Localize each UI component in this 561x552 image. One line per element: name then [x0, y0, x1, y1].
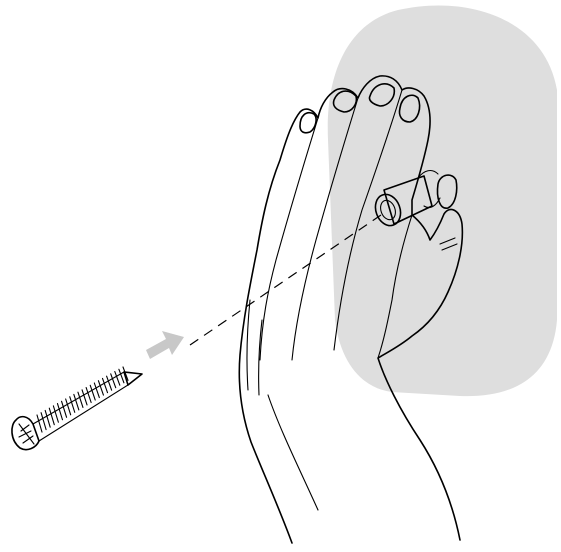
screw-thread — [115, 372, 120, 386]
screw-thread — [53, 406, 58, 422]
screw-thread — [94, 383, 99, 398]
screw-thread — [86, 388, 91, 403]
screw-thread — [70, 397, 75, 413]
screw-thread — [111, 374, 116, 388]
screw-thread — [103, 378, 108, 392]
screw-thread — [74, 394, 79, 409]
screw-thread — [62, 401, 67, 417]
screw-thread — [119, 369, 124, 382]
screw-thread — [82, 390, 87, 405]
screw-thread — [37, 415, 42, 432]
screw-thread — [45, 410, 50, 427]
screw-thread — [41, 413, 46, 430]
screw-thread — [107, 376, 112, 390]
screw-thread — [66, 399, 71, 415]
screw-thread — [78, 392, 83, 407]
wall-patch — [328, 5, 557, 396]
fingernail — [300, 113, 316, 133]
screw-thread — [90, 385, 95, 400]
screw-thread — [98, 381, 103, 395]
screw-icon — [12, 367, 142, 450]
arrow-right-icon — [146, 331, 184, 359]
screw-thread — [49, 408, 54, 425]
screw-thread — [57, 404, 62, 420]
